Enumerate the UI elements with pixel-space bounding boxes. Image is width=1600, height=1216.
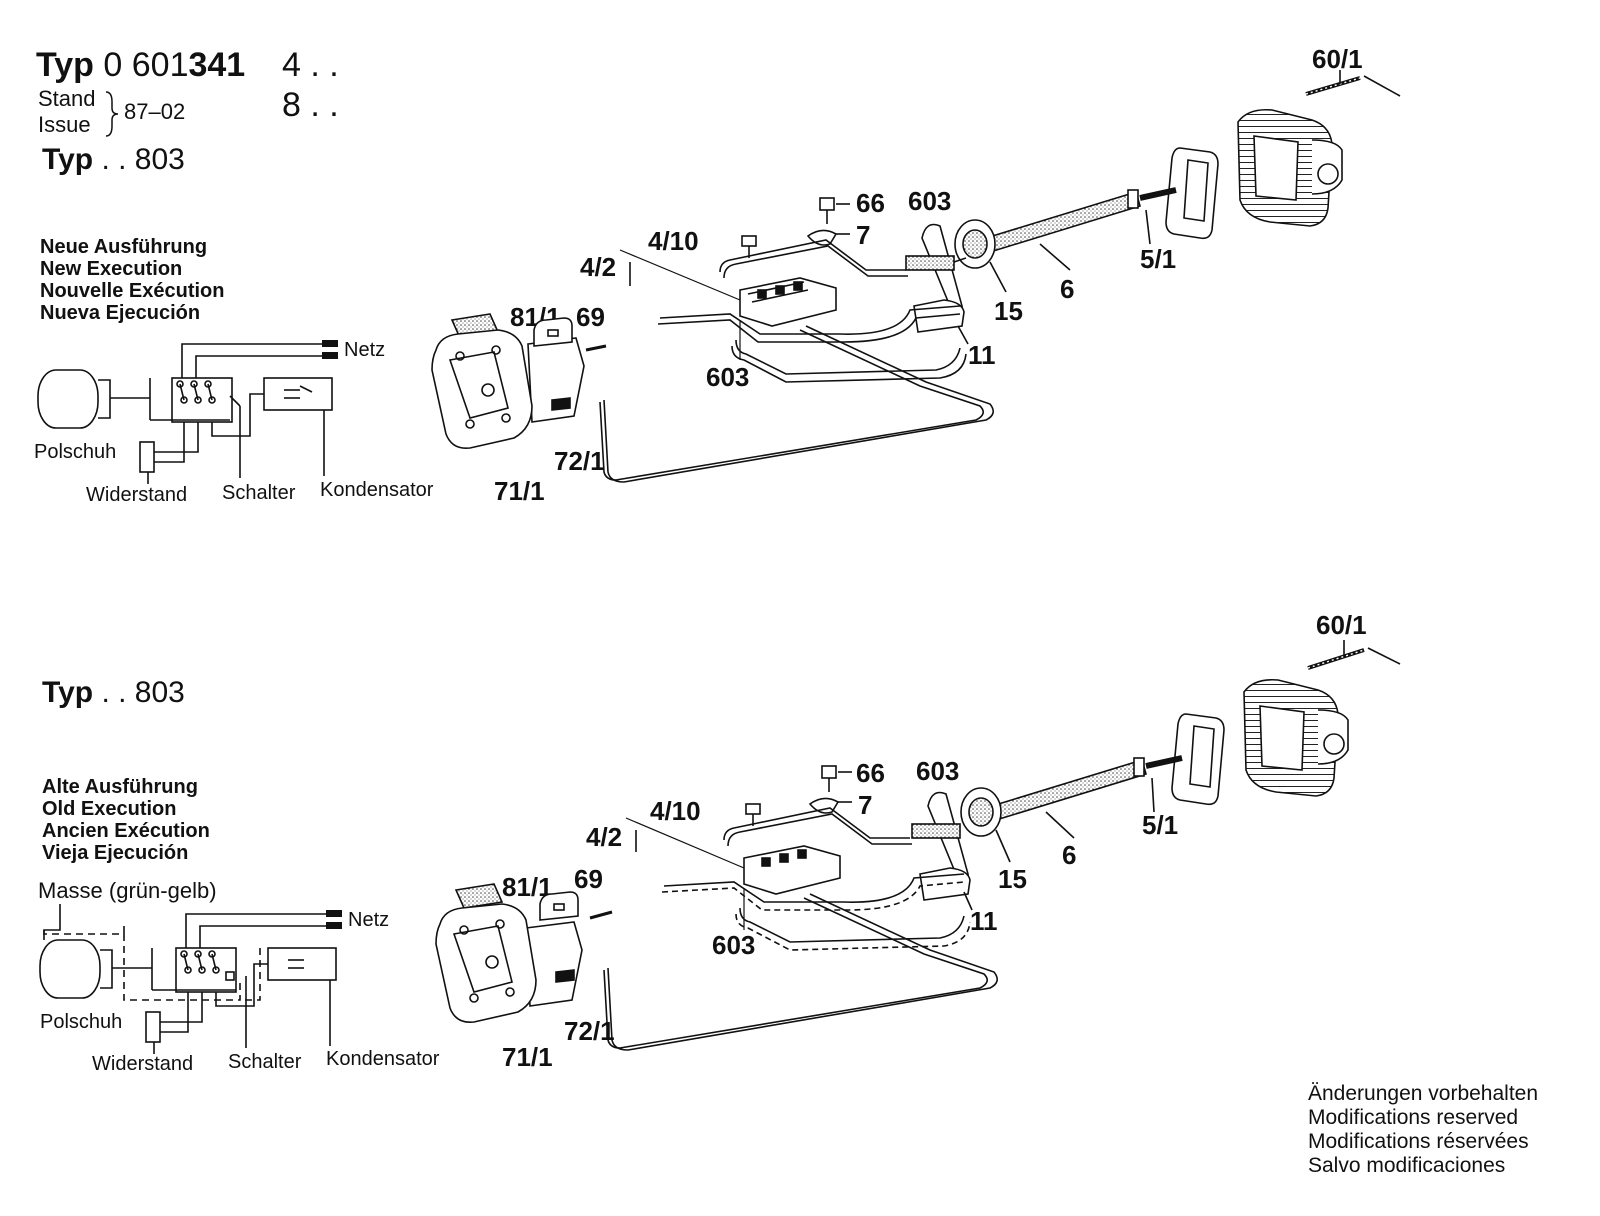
- stand-label: Stand: [38, 86, 96, 111]
- part-60-1-top: 60/1: [1312, 44, 1363, 74]
- widerstand-label-top: Widerstand: [86, 484, 188, 506]
- part-11-bottom: 11: [970, 906, 998, 936]
- part-603a-top: 603: [908, 186, 952, 216]
- part-7-top: 7: [856, 220, 871, 250]
- part-69-bottom: 69: [574, 864, 603, 894]
- typ-word-bottom: Typ: [42, 676, 94, 709]
- part-7-bottom: 7: [858, 790, 873, 820]
- part-71-1-bottom: 71/1: [502, 1042, 553, 1072]
- schalter-label-top: Schalter: [222, 482, 296, 504]
- part-603a-bottom: 603: [916, 756, 960, 786]
- issue-label: Issue: [38, 112, 91, 137]
- part-15-bottom: 15: [998, 864, 1027, 894]
- part-71-1-top: 71/1: [494, 476, 545, 506]
- masse-label-bottom: Masse (grün-gelb): [38, 878, 217, 903]
- part-5-1-top: 5/1: [1140, 244, 1177, 274]
- part-603b-bottom: 603: [712, 930, 756, 960]
- part-66-top: 66: [856, 188, 885, 218]
- part-4-10-top: 4/10: [648, 226, 699, 256]
- execution-line-4-top: Nueva Ejecución: [40, 302, 201, 324]
- type-heading: Typ 0 601341: [36, 48, 245, 82]
- exploded-view-bottom: [435, 640, 1401, 1051]
- execution-line-1-top: Neue Ausführung: [40, 236, 208, 258]
- footer-line-4: Salvo modificaciones: [1308, 1154, 1506, 1177]
- kondensator-label-top: Kondensator: [320, 479, 434, 501]
- kondensator-label-bottom: Kondensator: [326, 1048, 440, 1070]
- part-4-10-bottom: 4/10: [650, 796, 701, 826]
- netz-label-top: Netz: [344, 339, 386, 361]
- footer-line-2: Modifications reserved: [1308, 1106, 1519, 1129]
- netz-terminals-bottom: [326, 910, 342, 929]
- part-15-top: 15: [994, 296, 1023, 326]
- typ-suffix-top: . . 803: [101, 143, 185, 176]
- polschuh-label-top: Polschuh: [34, 441, 117, 463]
- part-6-bottom: 6: [1062, 840, 1077, 870]
- part-66-bottom: 66: [856, 758, 885, 788]
- issue-date: 87–02: [124, 99, 186, 124]
- part-4-2-bottom: 4/2: [586, 822, 623, 852]
- part-72-1-top: 72/1: [554, 446, 605, 476]
- execution-line-2-bottom: Old Execution: [42, 798, 177, 820]
- typ-heading-bottom: Typ . . 803: [42, 678, 185, 708]
- execution-line-3-bottom: Ancien Exécution: [42, 820, 210, 842]
- part-72-1-bottom: 72/1: [564, 1016, 615, 1046]
- part-6-top: 6: [1060, 274, 1075, 304]
- type-number-prefix: 0 601: [103, 46, 189, 84]
- netz-terminals-top: [322, 340, 338, 359]
- type-number-bold: 341: [188, 46, 246, 84]
- typ-heading-top: Typ . . 803: [42, 145, 185, 175]
- typ-word: Typ: [36, 46, 94, 84]
- schematic-top: [37, 343, 333, 484]
- schematic-bottom: [39, 904, 337, 1054]
- execution-line-2-top: New Execution: [40, 258, 183, 280]
- execution-line-3-top: Nouvelle Exécution: [40, 280, 225, 302]
- part-603b-top: 603: [706, 362, 750, 392]
- footer-line-3: Modifications réservées: [1308, 1130, 1529, 1153]
- polschuh-label-bottom: Polschuh: [40, 1011, 123, 1033]
- part-11-top: 11: [968, 340, 996, 370]
- typ-suffix-bottom: . . 803: [101, 676, 185, 709]
- widerstand-label-bottom: Widerstand: [92, 1053, 194, 1075]
- part-69-top: 69: [576, 302, 605, 332]
- header-brace: [105, 91, 119, 137]
- schalter-label-bottom: Schalter: [228, 1051, 302, 1073]
- type-suffix-1: 4 . .: [282, 46, 339, 84]
- exploded-view-top: [431, 70, 1401, 483]
- execution-line-4-bottom: Vieja Ejecución: [42, 842, 189, 864]
- part-4-2-top: 4/2: [580, 252, 617, 282]
- netz-label-bottom: Netz: [348, 909, 390, 931]
- type-suffix-2: 8 . .: [282, 86, 339, 124]
- part-5-1-bottom: 5/1: [1142, 810, 1179, 840]
- part-60-1-bottom: 60/1: [1316, 610, 1367, 640]
- typ-word-top: Typ: [42, 143, 94, 176]
- execution-line-1-bottom: Alte Ausführung: [42, 776, 198, 798]
- footer-line-1: Änderungen vorbehalten: [1308, 1082, 1539, 1105]
